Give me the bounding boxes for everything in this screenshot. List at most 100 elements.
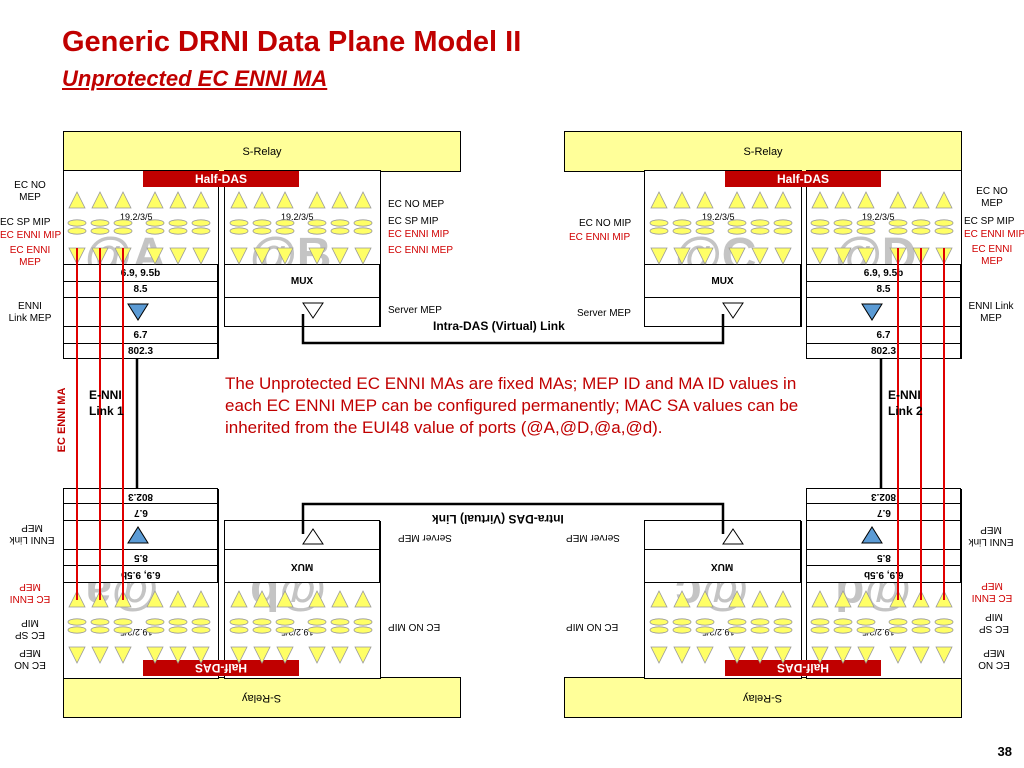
- enni-link-1-label: E-NNI Link 1: [89, 388, 124, 418]
- mip-icon: [146, 191, 164, 209]
- mip-icon: [857, 646, 875, 664]
- mip-icon: [911, 618, 931, 626]
- enni-link-mep-icon: [861, 303, 883, 321]
- mip-icon: [912, 191, 930, 209]
- layer-cell: 6.9, 9.5b: [63, 565, 218, 583]
- mip-icon: [169, 646, 187, 664]
- mep-icon: [673, 247, 691, 265]
- mip-icon: [252, 227, 272, 235]
- page-title: Generic DRNI Data Plane Model II: [62, 26, 522, 58]
- mep-icon: [834, 247, 852, 265]
- mep-icon: [857, 247, 875, 265]
- mip-icon: [888, 618, 908, 626]
- label-ec-no-mip: EC NO MIP: [579, 218, 632, 229]
- mep-icon: [696, 590, 714, 608]
- mip-icon: [146, 646, 164, 664]
- mip-icon: [911, 227, 931, 235]
- half-das-bar: Half-DAS: [143, 171, 299, 187]
- enni-link-mep-icon: [861, 526, 883, 544]
- mip-icon: [649, 626, 669, 634]
- label-ec-enni-mep: EC ENNI MEP: [388, 245, 454, 256]
- mip-icon: [834, 191, 852, 209]
- mip-icon: [774, 646, 792, 664]
- mip-icon: [169, 191, 187, 209]
- mip-icon: [935, 646, 953, 664]
- ec-enni-ma-label: EC ENNI MA: [55, 378, 69, 464]
- mip-icon: [353, 219, 373, 227]
- label-ec-enni-mep: EC ENNI MEP: [971, 244, 1013, 267]
- mip-icon: [145, 219, 165, 227]
- explanation-note: The Unprotected EC ENNI MAs are fixed MA…: [225, 374, 799, 437]
- mep-icon: [169, 590, 187, 608]
- mip-icon: [856, 626, 876, 634]
- label-ec-no-mep: EC NO MEP: [14, 180, 46, 203]
- mip-icon: [307, 219, 327, 227]
- server-mep-icon: [302, 302, 324, 319]
- mip-icon: [727, 618, 747, 626]
- mip-icon: [696, 646, 714, 664]
- mip-icon: [750, 618, 770, 626]
- mip-icon: [672, 219, 692, 227]
- mip-icon: [330, 618, 350, 626]
- mip-icon: [145, 227, 165, 235]
- mep-icon: [331, 590, 349, 608]
- mip-icon: [113, 227, 133, 235]
- port-stack-label: 19.2/3/5: [120, 212, 153, 222]
- mip-icon: [672, 227, 692, 235]
- mep-icon: [276, 247, 294, 265]
- mip-icon: [229, 219, 249, 227]
- mep-icon: [253, 247, 271, 265]
- mip-icon: [229, 618, 249, 626]
- mip-icon: [889, 191, 907, 209]
- mip-icon: [912, 646, 930, 664]
- mip-icon: [308, 191, 326, 209]
- port-stack-label: 19.2/3/5: [702, 212, 735, 222]
- mip-icon: [774, 191, 792, 209]
- mip-icon: [168, 219, 188, 227]
- enni-link-mep-icon: [127, 526, 149, 544]
- label-ec-enni-mip: EC ENNI MIP: [0, 230, 62, 241]
- mip-icon: [90, 626, 110, 634]
- label-ec-enni-mep: EC ENNI MEP: [9, 245, 51, 268]
- mip-icon: [857, 191, 875, 209]
- mip-icon: [810, 618, 830, 626]
- mip-icon: [856, 219, 876, 227]
- mux-cell: MUX: [644, 264, 801, 298]
- mip-icon: [751, 646, 769, 664]
- mep-icon: [650, 590, 668, 608]
- mip-icon: [330, 626, 350, 634]
- mip-icon: [191, 227, 211, 235]
- layer-cell: 6.9, 9.5b: [806, 565, 961, 583]
- server-mep-icon: [722, 528, 744, 545]
- mip-icon: [727, 626, 747, 634]
- layer-cell: [806, 297, 961, 327]
- intra-das-link-label: Intra-DAS (Virtual) Link: [432, 512, 564, 526]
- mep-icon: [774, 590, 792, 608]
- mip-icon: [833, 618, 853, 626]
- mip-icon: [253, 646, 271, 664]
- mip-icon: [911, 219, 931, 227]
- mip-icon: [275, 219, 295, 227]
- layer-cell: 802.3: [806, 343, 961, 359]
- mep-icon: [354, 247, 372, 265]
- mip-icon: [168, 618, 188, 626]
- label-ec-no-mep: EC NO MEP: [388, 199, 445, 210]
- mip-icon: [67, 618, 87, 626]
- mip-icon: [90, 618, 110, 626]
- label-enni-link-mep: ENNI Link MEP: [8, 301, 52, 324]
- mip-icon: [67, 626, 87, 634]
- mip-icon: [330, 219, 350, 227]
- page-subtitle: Unprotected EC ENNI MA: [62, 66, 328, 91]
- mip-icon: [696, 191, 714, 209]
- mip-icon: [695, 219, 715, 227]
- label-ec-enni-mip: EC ENNI MIP: [964, 229, 1024, 240]
- port-stack-label: 19.2/3/5: [281, 212, 314, 222]
- mep-icon: [857, 590, 875, 608]
- mip-icon: [145, 626, 165, 634]
- mip-icon: [810, 219, 830, 227]
- s-relay-label: S-Relay: [242, 145, 282, 158]
- mip-icon: [750, 626, 770, 634]
- mip-icon: [276, 646, 294, 664]
- mip-icon: [168, 227, 188, 235]
